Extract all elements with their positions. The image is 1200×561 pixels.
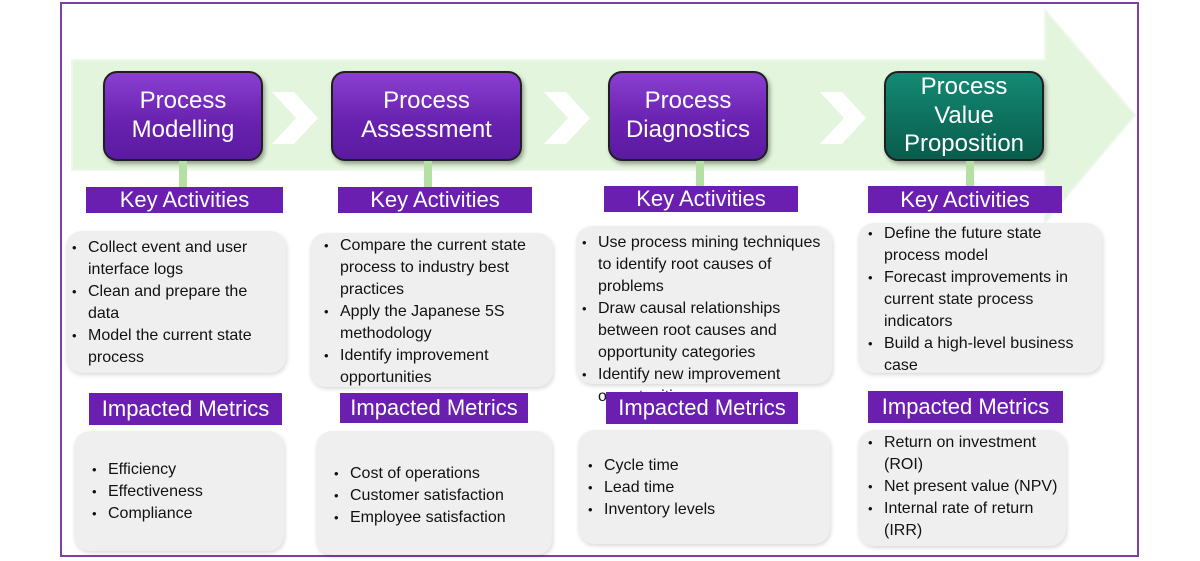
list-item: Draw causal relationships between root c… [576, 298, 828, 364]
connector-line [966, 161, 974, 187]
list-item: Clean and prepare the data [66, 281, 282, 325]
chevron-right-icon [544, 92, 590, 144]
impacted-metrics-panel: Cost of operations Customer satisfaction… [316, 431, 552, 555]
list-item: Cycle time [582, 455, 826, 477]
list-item: Efficiency [86, 459, 280, 481]
list-item: Forecast improvements in current state p… [862, 267, 1096, 333]
list-item: Customer satisfaction [328, 485, 548, 507]
activities-list: Collect event and user interface logs Cl… [66, 237, 282, 369]
list-item: Define the future state process model [862, 223, 1096, 267]
activities-list: Compare the current state process to ind… [318, 235, 549, 389]
connector-line [179, 161, 187, 187]
key-activities-label: Key Activities [86, 187, 283, 213]
phase-title: Process Modelling [131, 87, 235, 143]
key-activities-label: Key Activities [868, 186, 1062, 213]
impacted-metrics-panel: Cycle time Lead time Inventory levels [578, 430, 830, 544]
impacted-metrics-panel: Efficiency Effectiveness Compliance [74, 431, 284, 551]
list-item: Effectiveness [86, 481, 280, 503]
impacted-metrics-label: Impacted Metrics [868, 391, 1063, 423]
phase-title-box: Process Assessment [331, 71, 522, 161]
metrics-list: Cycle time Lead time Inventory levels [582, 455, 826, 521]
impacted-metrics-label: Impacted Metrics [340, 393, 528, 423]
phase-title-box: Process Diagnostics [608, 71, 768, 161]
key-activities-panel: Use process mining techniques to identif… [576, 226, 832, 405]
impacted-metrics-label: Impacted Metrics [606, 392, 798, 424]
key-activities-panel: Define the future state process model Fo… [858, 223, 1102, 374]
list-item: Cost of operations [328, 463, 548, 485]
phase-title-box: Process Modelling [103, 71, 263, 161]
metrics-list: Efficiency Effectiveness Compliance [86, 459, 280, 525]
list-item: Lead time [582, 477, 826, 499]
list-item: Employee satisfaction [328, 507, 548, 529]
list-item: Inventory levels [582, 499, 826, 521]
connector-line [696, 161, 704, 187]
list-item: Use process mining techniques to identif… [576, 232, 828, 298]
activities-list: Define the future state process model Fo… [862, 223, 1096, 377]
list-item: Return on investment (ROI) [862, 432, 1062, 476]
impacted-metrics-label: Impacted Metrics [89, 393, 282, 425]
key-activities-label: Key Activities [604, 186, 798, 212]
list-item: Apply the Japanese 5S methodology [318, 301, 549, 345]
phase-title: Process Value Proposition [903, 72, 1025, 158]
list-item: Model the current state process [66, 325, 282, 369]
phase-title-box: Process Value Proposition [884, 71, 1044, 161]
list-item: Compliance [86, 503, 280, 525]
chevron-right-icon [272, 92, 318, 144]
impacted-metrics-panel: Return on investment (ROI) Net present v… [858, 430, 1066, 546]
metrics-list: Return on investment (ROI) Net present v… [862, 432, 1062, 542]
list-item: Collect event and user interface logs [66, 237, 282, 281]
key-activities-label: Key Activities [338, 187, 532, 213]
key-activities-panel: Compare the current state process to ind… [310, 233, 553, 387]
phase-title: Process Diagnostics [625, 87, 751, 143]
key-activities-panel: Collect event and user interface logs Cl… [66, 231, 286, 373]
list-item: Identify improvement opportunities [318, 345, 549, 389]
list-item: Net present value (NPV) [862, 476, 1062, 498]
metrics-list: Cost of operations Customer satisfaction… [328, 463, 548, 529]
activities-list: Use process mining techniques to identif… [576, 232, 828, 408]
phase-title: Process Assessment [361, 87, 492, 143]
list-item: Build a high-level business case [862, 333, 1096, 377]
connector-line [424, 161, 432, 187]
chevron-right-icon [820, 92, 866, 144]
list-item: Internal rate of return (IRR) [862, 498, 1062, 542]
list-item: Compare the current state process to ind… [318, 235, 549, 301]
